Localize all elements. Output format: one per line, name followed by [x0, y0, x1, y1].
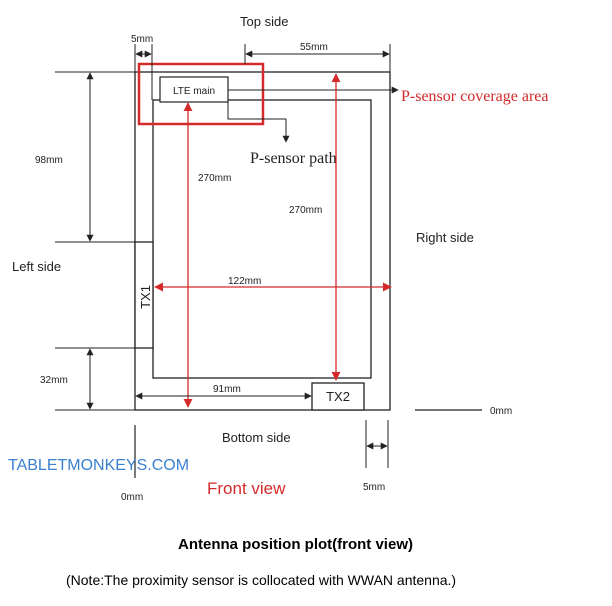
p-sensor-coverage-box [137, 62, 265, 126]
dim-98mm-label: 98mm [35, 155, 63, 166]
front-view-label: Front view [207, 479, 286, 498]
dim-5mm-top-label: 5mm [131, 34, 153, 45]
dim-122mm-label: 122mm [228, 276, 261, 287]
bottom-side-label: Bottom side [222, 430, 291, 445]
watermark-text: TABLETMONKEYS.COM [8, 457, 189, 474]
p-sensor-path-pointer [227, 102, 290, 143]
dim-32mm-label: 32mm [40, 375, 68, 386]
top-side-label: Top side [240, 14, 288, 29]
dim-270mm-right-label: 270mm [289, 205, 322, 216]
dim-55mm-label: 55mm [300, 42, 328, 53]
dim-91mm-label: 91mm [213, 384, 241, 395]
tx1-antenna-block [134, 241, 154, 349]
left-side-label: Left side [12, 259, 61, 274]
p-sensor-coverage-label: P-sensor coverage area [401, 88, 548, 105]
dim-5mm-bottom-right-label: 5mm [363, 482, 385, 493]
lte-main-block [159, 76, 229, 103]
tx1-label: TX1 [138, 285, 153, 309]
dim-0mm-bottom-label: 0mm [121, 492, 143, 503]
dim-0mm-right-label: 0mm [490, 406, 512, 417]
caption-note: (Note:The proximity sensor is collocated… [66, 572, 456, 588]
p-sensor-path-label: P-sensor path [250, 150, 337, 167]
dim-270mm-left-label: 270mm [198, 173, 231, 184]
lte-main-label: LTE main [173, 86, 215, 97]
right-side-label: Right side [416, 230, 474, 245]
tx2-antenna-block [311, 382, 365, 411]
caption-title: Antenna position plot(front view) [178, 536, 413, 553]
device-screen-outline [152, 99, 372, 379]
tx2-label: TX2 [326, 389, 350, 404]
